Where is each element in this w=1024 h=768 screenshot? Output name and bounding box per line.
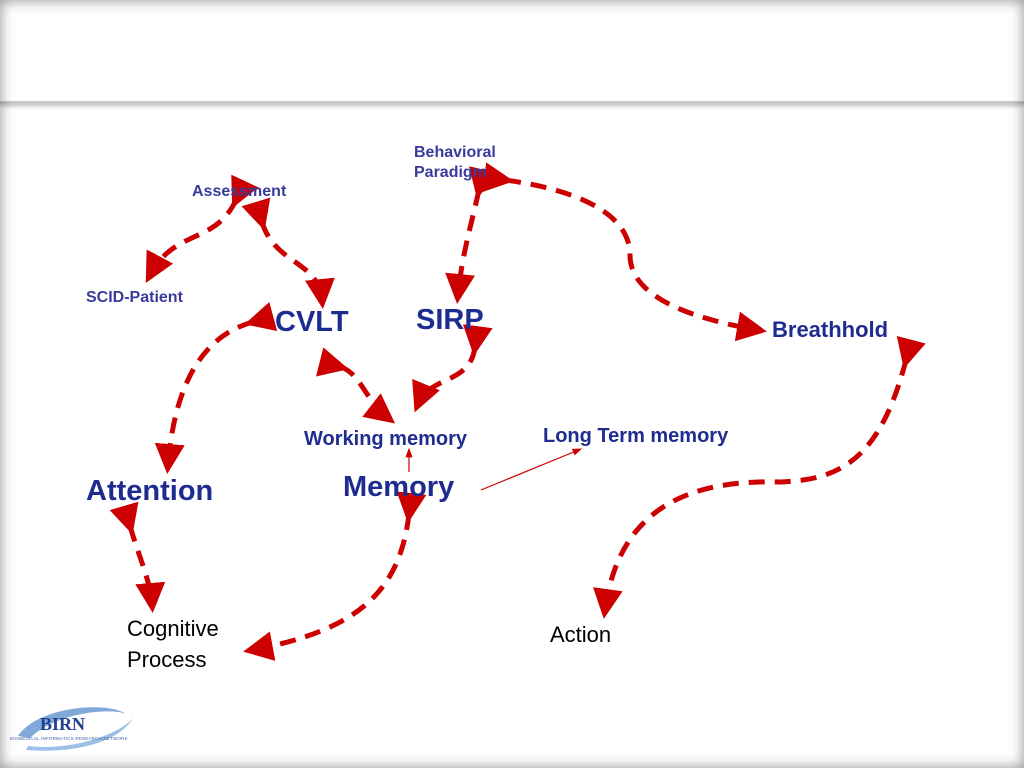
link-cvlt-workingmemory [315, 347, 396, 424]
node-cognitive-process: Cognitive Process [127, 613, 247, 675]
node-behavioral-paradigm-line1: Behavioral [414, 144, 496, 161]
link-assessment-cvlt [241, 197, 335, 309]
link-memory-cognitive [243, 491, 427, 661]
node-cognitive-process-line2: Process [127, 647, 207, 672]
link-memory-longterm [480, 448, 583, 491]
node-action: Action [550, 622, 612, 647]
link-cvlt-attention [154, 302, 278, 474]
node-attention: Attention [86, 475, 214, 507]
node-breathhold: Breathhold [772, 317, 889, 342]
link-assessment-scid [145, 174, 259, 283]
link-paradigm-breathhold [482, 162, 767, 342]
node-behavioral-paradigm-line2: Paradigm [414, 164, 487, 181]
node-behavioral-paradigm: Behavioral Paradigm [414, 143, 524, 183]
node-sirp: SIRP [416, 304, 484, 336]
link-attention-cognitive [109, 501, 166, 613]
birn-logo-name: BIRN [40, 714, 86, 734]
link-sirp-workingmemory [412, 324, 493, 413]
birn-logo-swoosh-icon [18, 707, 133, 751]
node-assessment: Assessment [192, 183, 287, 200]
title-band [0, 0, 1024, 104]
node-working-memory: Working memory [304, 428, 467, 450]
link-paradigm-sirp [445, 166, 499, 304]
node-memory: Memory [343, 471, 455, 503]
link-breathhold-action [592, 335, 926, 619]
node-long-term-memory: Long Term memory [543, 425, 729, 447]
node-cognitive-process-line1: Cognitive [127, 616, 219, 641]
birn-logo-subtitle: BIOMEDICAL INFORMATICS RESEARCH NETWORK [10, 736, 128, 741]
node-scid-patient: SCID-Patient [86, 289, 183, 306]
node-cvlt: CVLT [275, 306, 349, 338]
